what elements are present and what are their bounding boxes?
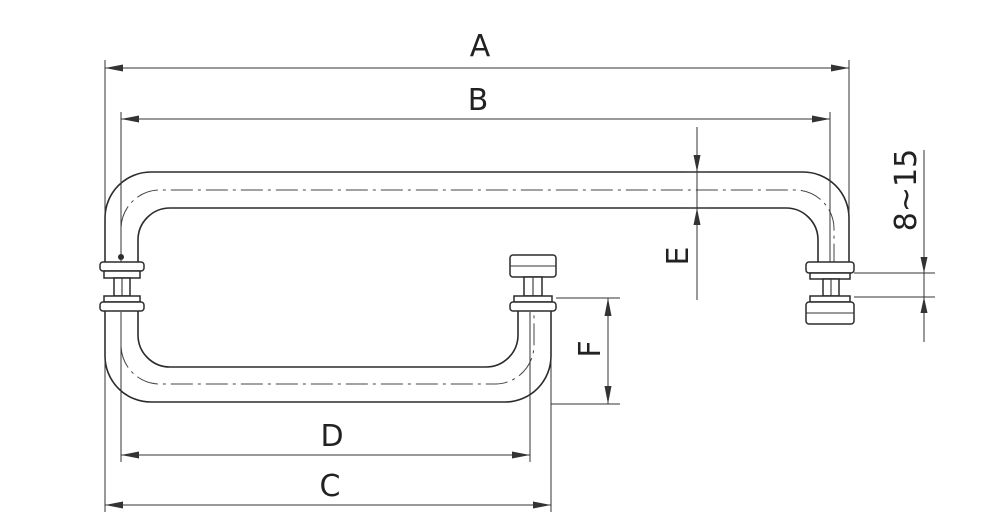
dimension-b: B	[120, 83, 831, 262]
left-fitting	[99, 254, 145, 312]
dimension-e-label: E	[661, 247, 696, 266]
dimension-f: F	[551, 297, 620, 405]
dimension-d-label: D	[320, 419, 343, 454]
dimension-a: A	[104, 29, 850, 262]
dimension-e: E	[661, 127, 708, 300]
dimension-f-label: F	[573, 340, 608, 357]
dimension-gap: 8~15	[854, 149, 935, 342]
dimension-c: C	[104, 312, 552, 512]
middle-fitting	[509, 254, 557, 312]
upper-handle	[104, 171, 850, 265]
dimension-a-label: A	[470, 29, 491, 64]
dimension-d: D	[120, 312, 531, 462]
dimension-gap-label: 8~15	[889, 149, 924, 231]
lower-handle	[104, 310, 552, 403]
right-fitting	[805, 261, 855, 325]
dimension-c-label: C	[320, 469, 341, 504]
dimension-b-label: B	[468, 83, 489, 118]
